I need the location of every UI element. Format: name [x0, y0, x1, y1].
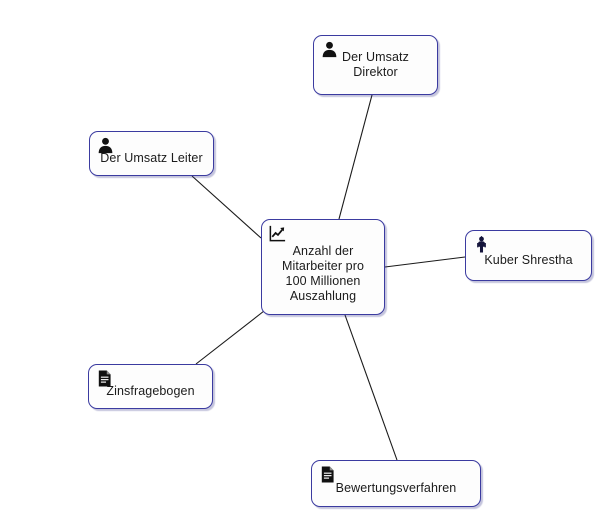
node-label: Der Umsatz Leiter: [100, 151, 203, 165]
node-label: Zinsfragebogen: [106, 384, 195, 398]
person-standing-icon: [472, 235, 491, 254]
node-label: Kuber Shrestha: [484, 253, 573, 267]
person-bust-icon: [320, 40, 339, 59]
node-label: Anzahl der Mitarbeiter pro 100 Millionen…: [281, 244, 365, 303]
person-bust-icon: [96, 136, 115, 155]
node-zinsfragebogen[interactable]: Zinsfragebogen: [88, 364, 213, 409]
line-chart-icon: [268, 224, 287, 243]
node-der-umsatz-direktor[interactable]: Der Umsatz Direktor: [313, 35, 438, 95]
edge-center-kuber: [384, 256, 466, 268]
node-bewertungsverfahren[interactable]: Bewertungsverfahren: [311, 460, 481, 507]
edge-center-direktor: [338, 94, 373, 220]
node-kuber-shrestha[interactable]: Kuber Shrestha: [465, 230, 592, 281]
node-label: Bewertungsverfahren: [335, 481, 457, 495]
edge-center-zinsfragebogen: [195, 310, 265, 365]
node-center[interactable]: Anzahl der Mitarbeiter pro 100 Millionen…: [261, 219, 385, 315]
document-icon: [318, 465, 337, 484]
edge-center-bewertung: [344, 314, 398, 461]
node-der-umsatz-leiter[interactable]: Der Umsatz Leiter: [89, 131, 214, 176]
edge-center-leiter: [191, 175, 262, 239]
node-label: Der Umsatz Direktor: [342, 50, 409, 79]
document-icon: [95, 369, 114, 388]
